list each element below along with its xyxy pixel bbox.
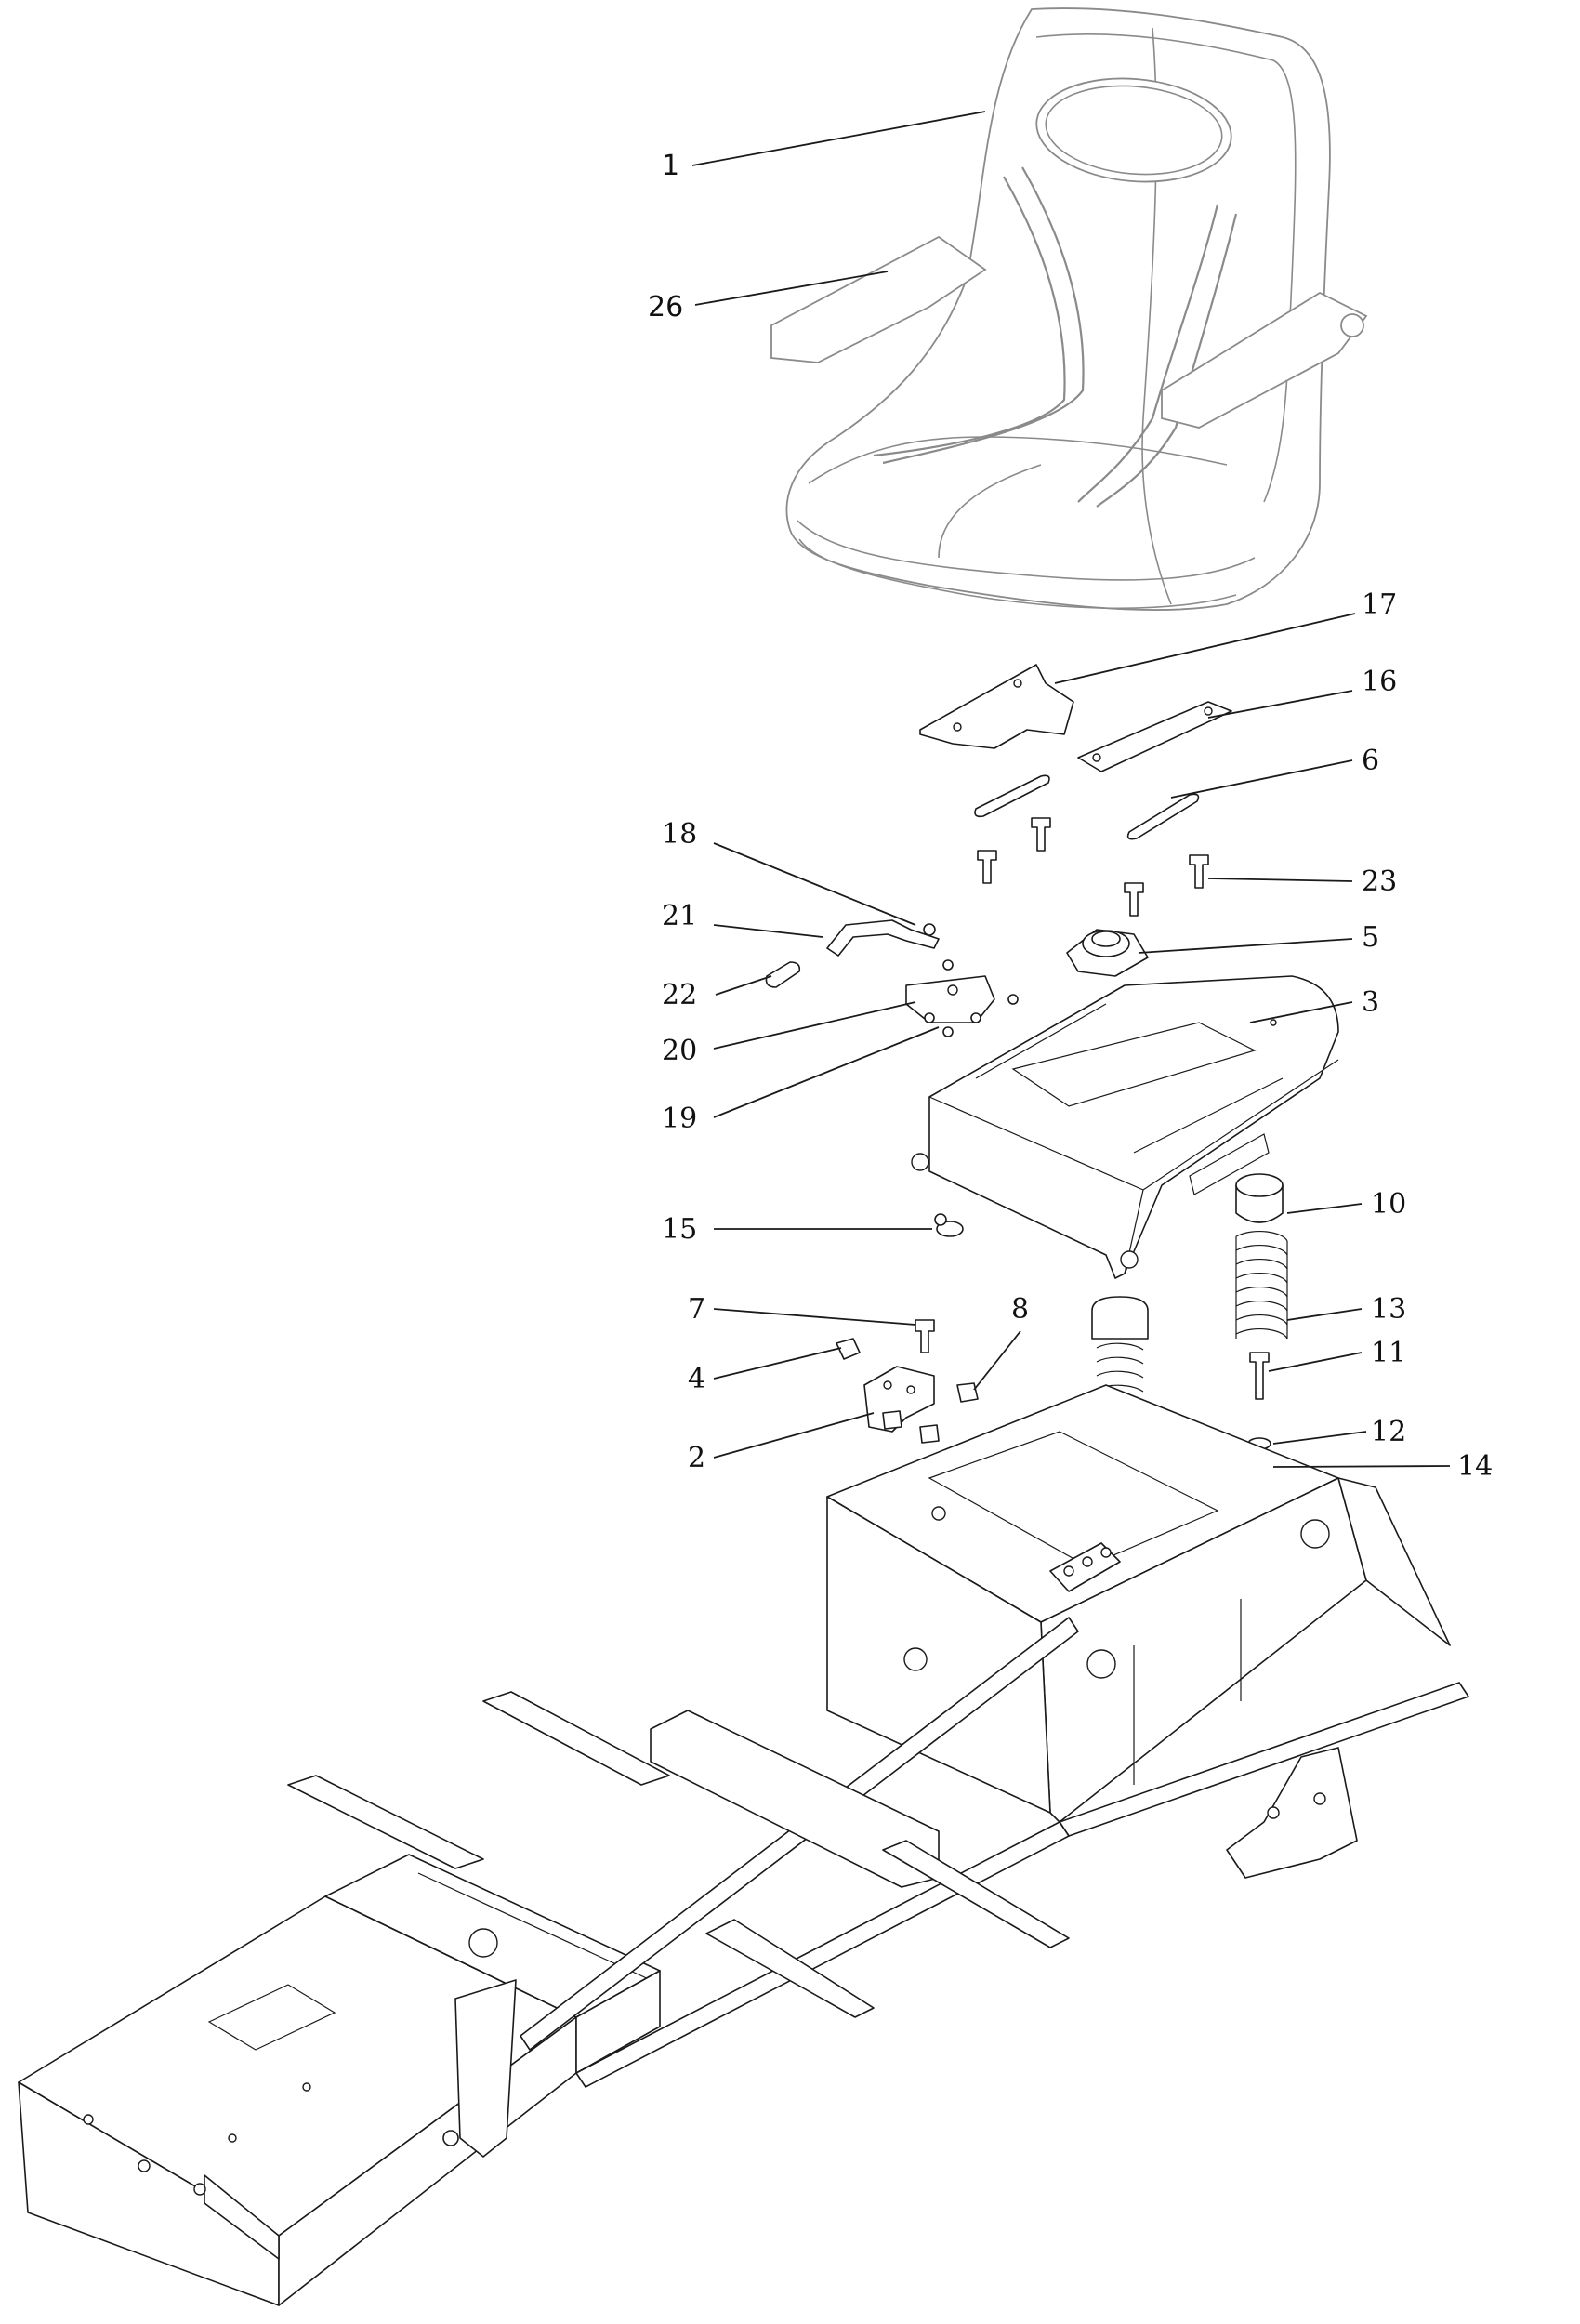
bracket-plate xyxy=(919,664,1074,749)
seat xyxy=(785,7,1331,611)
callout-13: 13 xyxy=(1371,1293,1406,1326)
callout-8: 8 xyxy=(1011,1293,1029,1326)
clip xyxy=(934,1213,964,1237)
callout-1: 1 xyxy=(662,150,679,182)
bumper-spring-assembly xyxy=(1235,1173,1288,1470)
seat-switch xyxy=(1066,929,1149,977)
callout-7: 7 xyxy=(688,1293,705,1326)
callout-5: 5 xyxy=(1362,921,1379,954)
callout-21: 21 xyxy=(662,900,697,932)
main-frame xyxy=(18,1384,1469,2306)
callout-2: 2 xyxy=(688,1442,705,1474)
callout-labels: 1 26 17 16 6 18 23 21 5 22 3 20 19 10 15… xyxy=(648,150,1493,1483)
callout-19: 19 xyxy=(662,1103,697,1135)
callout-22: 22 xyxy=(662,979,697,1011)
bolts xyxy=(977,817,1209,917)
callout-26: 26 xyxy=(648,291,683,324)
callout-15: 15 xyxy=(662,1213,697,1246)
callout-23: 23 xyxy=(1362,865,1397,898)
callout-11: 11 xyxy=(1371,1337,1406,1369)
hinge-bracket xyxy=(836,1319,979,1444)
center-spring xyxy=(1091,1296,1149,1406)
adjust-lever xyxy=(765,919,1019,1037)
callout-6: 6 xyxy=(1362,745,1379,777)
leader-lines xyxy=(691,111,1451,1468)
callout-16: 16 xyxy=(1362,666,1397,698)
callout-10: 10 xyxy=(1371,1188,1406,1221)
slide-bars xyxy=(974,774,1200,840)
callout-14: 14 xyxy=(1457,1450,1493,1483)
adjustment-plate xyxy=(1077,701,1232,772)
callout-3: 3 xyxy=(1362,986,1379,1019)
callout-12: 12 xyxy=(1371,1416,1406,1448)
seat-mounting-bracket xyxy=(770,235,1368,429)
callout-17: 17 xyxy=(1362,588,1397,621)
callout-18: 18 xyxy=(662,818,697,851)
callout-20: 20 xyxy=(662,1035,697,1067)
seat-pan xyxy=(911,975,1339,1279)
callout-4: 4 xyxy=(688,1363,705,1395)
